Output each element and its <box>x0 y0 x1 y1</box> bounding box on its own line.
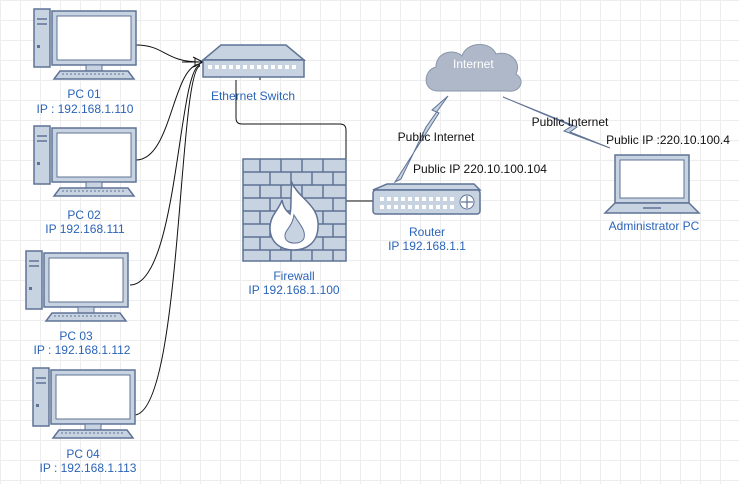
link-pc01-switch <box>135 44 201 63</box>
firewall[interactable] <box>242 158 347 262</box>
admin-public-ip: Public IP :220.10.100.4 <box>606 133 730 147</box>
link-pc02-switch <box>135 63 201 161</box>
link-pc04-switch <box>133 65 201 416</box>
pc04-name: PC 04 <box>66 447 100 461</box>
internet-admin-link-label: Public Internet <box>531 115 609 129</box>
pc-03[interactable] <box>25 250 129 322</box>
administrator-laptop[interactable] <box>604 154 700 214</box>
router[interactable] <box>372 183 482 215</box>
pc04-ip: IP : 192.168.1.113 <box>39 461 137 475</box>
firewall-ip: IP 192.168.1.100 <box>248 283 340 297</box>
pc-01[interactable] <box>33 8 137 80</box>
pc-04[interactable] <box>32 367 136 439</box>
ethernet-switch[interactable] <box>200 44 307 78</box>
router-public-ip: Public IP 220.10.100.104 <box>413 162 547 176</box>
link-router-internet <box>393 95 449 184</box>
internet-links <box>393 95 611 184</box>
pc02-name: PC 02 <box>67 208 101 222</box>
pc03-ip: IP : 192.168.1.112 <box>33 343 131 357</box>
firewall-name: Firewall <box>273 269 315 283</box>
router-internet-link-label: Public Internet <box>397 130 475 144</box>
pc02-ip: IP 192.168.111 <box>45 222 125 236</box>
switch-name: Ethernet Switch <box>210 89 296 103</box>
admin-pc-name: Administrator PC <box>608 219 700 233</box>
pc-switch-links <box>129 44 373 416</box>
internet-cloud-label: Internet <box>453 57 494 71</box>
link-pc03-switch <box>129 64 201 286</box>
pc01-name: PC 01 <box>67 87 101 101</box>
router-ip: IP 192.168.1.1 <box>388 239 466 253</box>
internet-cloud[interactable] <box>425 44 522 92</box>
link-switch-firewall <box>235 80 347 161</box>
pc01-ip: IP : 192.168.1.110 <box>36 102 134 116</box>
link-internet-admin <box>502 96 611 149</box>
pc03-name: PC 03 <box>59 329 93 343</box>
pc-02[interactable] <box>33 125 137 197</box>
router-name: Router <box>408 225 446 239</box>
